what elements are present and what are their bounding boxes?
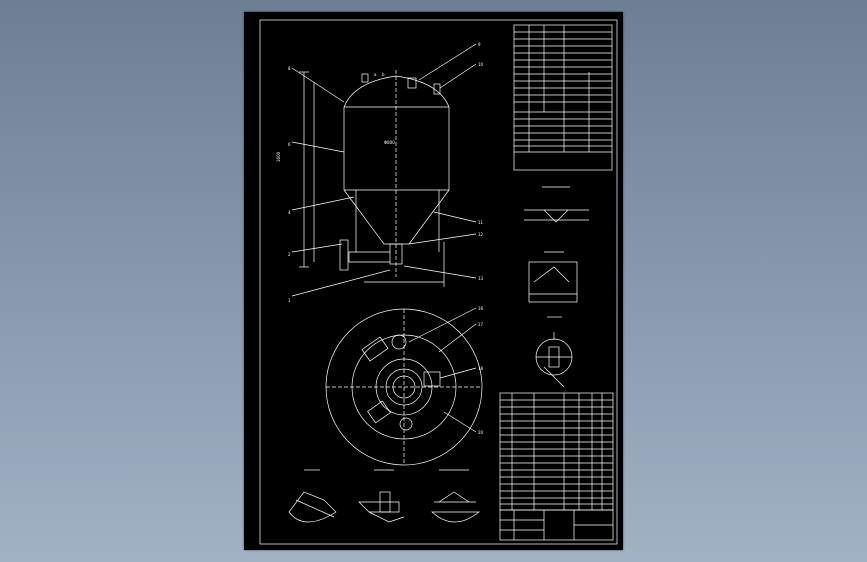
balloon-9: 9	[478, 42, 481, 47]
balloon-13: 13	[478, 276, 484, 281]
balloon-4: 4	[288, 210, 291, 215]
balloon-18: 18	[478, 366, 484, 371]
balloon-1: 1	[288, 298, 291, 303]
height-dimension: 1600	[276, 151, 281, 162]
diameter-dimension: Φ800	[384, 140, 395, 145]
technical-data-table	[513, 24, 613, 171]
balloon-11: 11	[478, 220, 484, 225]
sheet-frame	[259, 19, 618, 545]
bill-of-materials	[499, 392, 614, 511]
title-block	[499, 509, 614, 541]
section-mark-b: b	[382, 72, 385, 77]
balloon-16: 16	[478, 306, 484, 311]
bottom-details	[288, 469, 480, 523]
balloon-2: 2	[288, 252, 291, 257]
balloon-12: 12	[478, 232, 484, 237]
balloon-10: 10	[478, 62, 484, 67]
balloon-20: 20	[478, 430, 484, 435]
right-details	[524, 186, 589, 388]
balloon-8: 8	[288, 66, 291, 71]
balloon-17: 17	[478, 322, 484, 327]
balloon-6: 6	[288, 142, 291, 147]
vessel-plan-view	[325, 307, 483, 466]
vessel-elevation	[291, 43, 477, 297]
section-mark-a: a	[374, 72, 377, 77]
drawing-sheet: 1600 Φ800 a b 1 2 4 6 8 9 10 11 12 13 16…	[244, 12, 623, 550]
drawing-canvas: 1600 Φ800 a b 1 2 4 6 8 9 10 11 12 13 16…	[259, 19, 618, 545]
